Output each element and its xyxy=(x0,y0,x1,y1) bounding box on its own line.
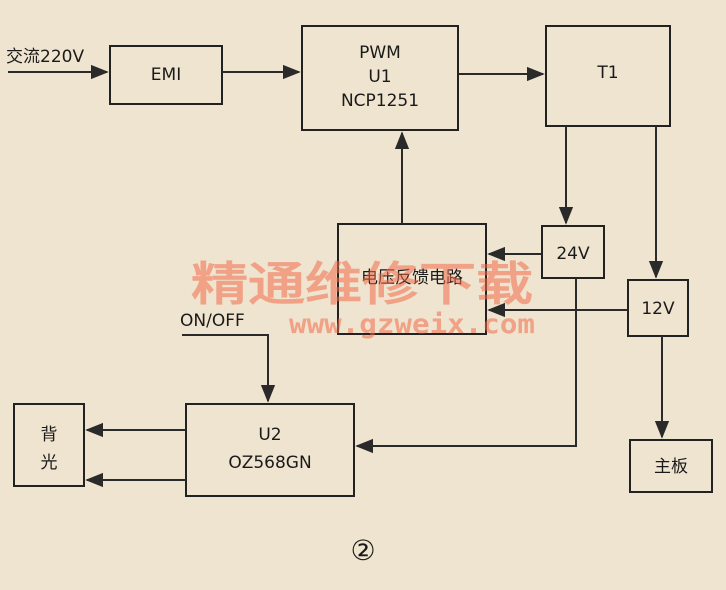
onoff-label: ON/OFF xyxy=(180,311,245,331)
emi-label: EMI xyxy=(151,65,181,85)
backlight-label-2: 光 xyxy=(41,453,58,473)
mainboard-label: 主板 xyxy=(654,457,688,477)
pwm-box xyxy=(301,25,459,131)
v12-label: 12V xyxy=(641,299,675,319)
emi-box xyxy=(109,45,223,105)
v24-box xyxy=(541,225,605,279)
oz568gn-label: OZ568GN xyxy=(228,453,311,473)
feedback-box xyxy=(337,223,487,335)
u2-label: U2 xyxy=(258,425,281,445)
t1-label: T1 xyxy=(596,63,618,83)
onoff-to-u2-arrow xyxy=(182,334,276,403)
u2-box xyxy=(185,403,355,497)
ac-input-label: 交流220V xyxy=(6,47,84,67)
ncp1251-label: NCP1251 xyxy=(341,91,419,111)
pwm-label: PWM xyxy=(359,43,401,63)
v24-label: 24V xyxy=(556,244,590,264)
watermark-title: 精通维修下载 xyxy=(191,257,533,311)
mainboard-box xyxy=(629,439,713,493)
watermark-url: www.gzweix.com xyxy=(289,309,535,340)
backlight-label-1: 背 xyxy=(41,425,58,445)
u1-label: U1 xyxy=(368,67,391,87)
v12-box xyxy=(627,279,689,337)
feedback-label: 电压反馈电路 xyxy=(361,268,463,288)
backlight-box xyxy=(13,403,85,487)
figure-number: ② xyxy=(350,534,375,567)
t1-box xyxy=(545,25,671,127)
24v-to-u2-arrow xyxy=(355,278,577,454)
